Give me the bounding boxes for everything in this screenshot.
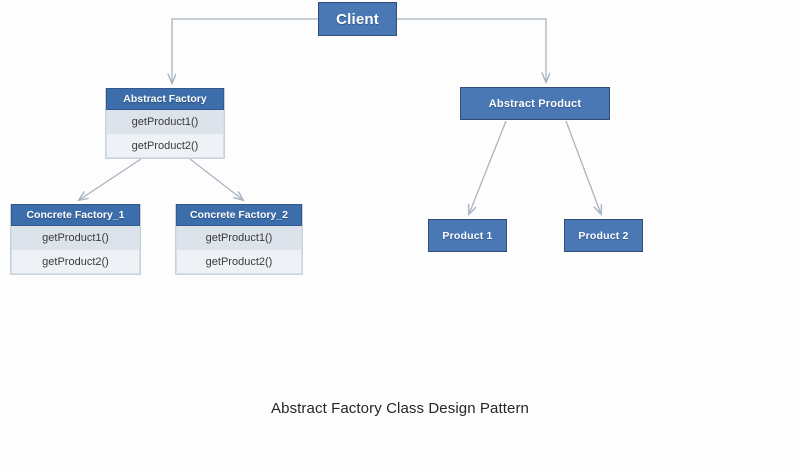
node-abstract-product[interactable]: Abstract Product <box>460 87 610 120</box>
abstract-factory-method-1: getProduct1() <box>106 110 224 134</box>
concrete-factory-2-title: Concrete Factory_2 <box>176 204 302 226</box>
connector-abstract-product-to-product-1 <box>469 120 507 214</box>
abstract-factory-title: Abstract Factory <box>106 88 224 110</box>
connector-abstract-factory-to-concrete-factory-1 <box>79 158 142 200</box>
connector-abstract-product-to-product-2 <box>565 120 601 214</box>
node-concrete-factory-1[interactable]: Concrete Factory_1 getProduct1() getProd… <box>10 204 141 275</box>
abstract-factory-method-2: getProduct2() <box>106 134 224 158</box>
concrete-factory-1-method-2: getProduct2() <box>11 250 140 274</box>
node-client[interactable]: Client <box>318 2 397 36</box>
node-concrete-factory-2[interactable]: Concrete Factory_2 getProduct1() getProd… <box>175 204 303 275</box>
connector-abstract-factory-to-concrete-factory-2 <box>189 158 243 200</box>
concrete-factory-1-title: Concrete Factory_1 <box>11 204 140 226</box>
concrete-factory-1-method-1: getProduct1() <box>11 226 140 250</box>
node-abstract-factory[interactable]: Abstract Factory getProduct1() getProduc… <box>105 88 225 159</box>
node-product-1[interactable]: Product 1 <box>428 219 507 252</box>
concrete-factory-2-method-1: getProduct1() <box>176 226 302 250</box>
concrete-factory-2-method-2: getProduct2() <box>176 250 302 274</box>
node-product-2[interactable]: Product 2 <box>564 219 643 252</box>
connector-client-to-abstract-product <box>397 18 546 82</box>
connector-client-to-abstract-factory <box>172 18 318 83</box>
diagram-caption: Abstract Factory Class Design Pattern <box>271 400 529 417</box>
